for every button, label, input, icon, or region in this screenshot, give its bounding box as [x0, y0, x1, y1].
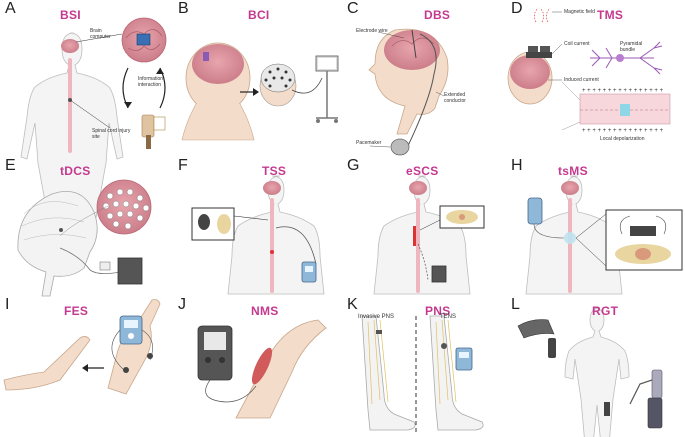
panel-letter-h: H	[511, 157, 523, 174]
panel-letter-e: E	[5, 157, 16, 174]
panel-title-nms: NMS	[251, 304, 279, 318]
rgt-illustration	[517, 307, 663, 437]
pns-illustration	[361, 315, 484, 432]
escs-illustration	[373, 175, 485, 295]
panel-title-tsms: tsMS	[558, 164, 588, 178]
panel-letter-b: B	[178, 0, 189, 17]
annotation-information-interaction: Information interaction	[138, 76, 164, 88]
bsi-illustration	[20, 17, 167, 219]
panel-title-tms: TMS	[597, 8, 624, 22]
panel-title-fes: FES	[64, 304, 89, 318]
tss-illustration	[191, 175, 325, 295]
fes-illustration	[3, 299, 161, 395]
annotation-spinal-cord-injury-site: Spinal cord injury site	[92, 128, 131, 140]
panel-letter-i: I	[5, 296, 10, 313]
panel-letter-j: J	[178, 296, 186, 313]
panel-title-tss: TSS	[262, 164, 287, 178]
panel-title-escs: eSCS	[406, 164, 439, 178]
annotation-invasive-pns: Invasive PNS	[358, 314, 395, 320]
panel-letter-a: A	[5, 0, 16, 17]
nms-illustration	[197, 319, 327, 419]
annotation-pyramidal-bundle: Pyramidal bundle	[620, 41, 643, 53]
panel-letter-l: L	[511, 296, 520, 313]
panel-title-dbs: DBS	[424, 8, 451, 22]
annotation-electrode-wire: Electrode wire	[356, 28, 388, 34]
panel-letter-g: G	[347, 157, 360, 174]
panel-title-tdcs: tDCS	[60, 164, 91, 178]
annotation-brain-computer: Brain computer	[90, 28, 111, 40]
annotation-pacemaker: Pacemaker	[356, 140, 382, 146]
panel-title-rgt: RGT	[592, 304, 619, 318]
bci-illustration	[181, 42, 339, 141]
annotation-extended-conductor: Extended conductor	[444, 92, 466, 104]
panel-letter-c: C	[347, 0, 359, 17]
panel-letter-d: D	[511, 0, 523, 17]
panel-title-pns: PNS	[425, 304, 451, 318]
panel-title-bci: BCI	[248, 8, 270, 22]
annotation-tens: TENS	[440, 314, 457, 320]
annotation-induced-current: Induced current	[564, 77, 599, 83]
tdcs-illustration	[17, 179, 152, 297]
annotation-local-depolarization: Local depolarization	[600, 136, 645, 142]
annotation-magnetic-field: Magnetic field	[564, 9, 595, 15]
annotation-coil-current: Coil current	[564, 41, 590, 47]
dbs-illustration	[368, 28, 449, 156]
svg-text:+ + + + + + + + + + + + + + +: + + + + + + + + + + + + + + + +	[582, 128, 664, 134]
tsms-illustration	[525, 175, 683, 295]
tms-illustration: + + + + + + + + + + + + + + + + + + + + …	[507, 7, 671, 134]
svg-text:+ + + + + + + + + + + + + + +: + + + + + + + + + + + + + + + +	[582, 88, 664, 94]
panel-letter-f: F	[178, 157, 188, 174]
panel-title-bsi: BSI	[60, 8, 81, 22]
panel-letter-k: K	[347, 296, 358, 313]
